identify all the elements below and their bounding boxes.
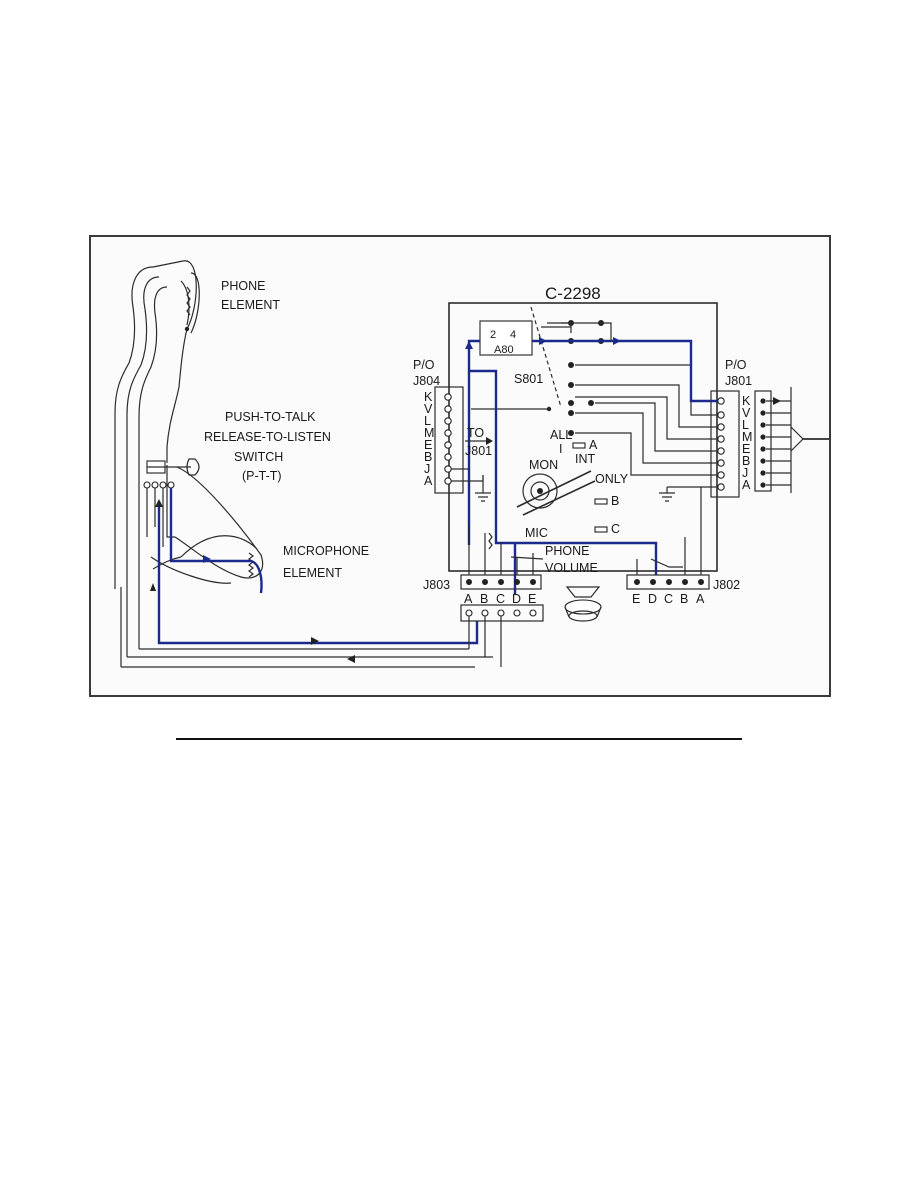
position-a-mark	[572, 442, 586, 449]
ptt-label-2: RELEASE-TO-LISTEN	[204, 430, 331, 444]
c2298-enclosure	[448, 302, 718, 572]
j801-pin-e: E	[742, 442, 750, 456]
ptt-label-3: SWITCH	[234, 450, 283, 464]
j804-pin-j: J	[424, 462, 430, 476]
j803-pin-a: A	[464, 592, 473, 606]
j802-pin-a: A	[696, 592, 705, 606]
selector-pos-b: B	[611, 494, 619, 508]
selector-i: I	[559, 442, 562, 456]
j803-label: J803	[423, 578, 450, 592]
j804-pin-v: V	[424, 402, 433, 416]
j804-connector	[434, 386, 464, 494]
wiring-diagram-svg: PHONE ELEMENT PUSH-TO-TALK RELEASE-TO-LI…	[114, 260, 829, 668]
s801-label: S801	[514, 372, 543, 386]
j802-pin-b: B	[680, 592, 688, 606]
c2298-title: C-2298	[545, 284, 601, 303]
to-label-2: J801	[465, 444, 492, 458]
ground-symbol-right	[659, 486, 717, 502]
a80-pin-2: 2	[490, 329, 496, 341]
to-label-1: TO	[467, 426, 484, 440]
ptt-label-1: PUSH-TO-TALK	[225, 410, 316, 424]
j801-pin-v: V	[742, 406, 751, 420]
selector-knob	[516, 470, 596, 516]
j801-label-2: J801	[725, 374, 752, 388]
selector-mon: MON	[529, 458, 558, 472]
a80-box	[479, 320, 533, 356]
phone-volume-label-2: VOLUME	[545, 561, 598, 575]
microphone-element-label-2: ELEMENT	[283, 566, 342, 580]
j802-pin-c: C	[664, 592, 673, 606]
phone-element-label-2: ELEMENT	[221, 298, 280, 312]
j804-pins: K V L M E B J A	[424, 390, 484, 488]
volume-pot-leads	[510, 556, 683, 568]
j802-pin-d: D	[648, 592, 657, 606]
selector-pos-only: ONLY	[595, 472, 629, 486]
j801-pin-k: K	[742, 394, 751, 408]
caption-divider	[176, 738, 742, 740]
j803-pin-d: D	[512, 592, 521, 606]
ground-symbol-left	[475, 475, 491, 502]
j801-pin-b: B	[742, 454, 750, 468]
j804-pin-b: B	[424, 450, 432, 464]
selector-pos-c: C	[611, 522, 620, 536]
phone-element-label-1: PHONE	[221, 279, 265, 293]
j804-pin-l: L	[424, 414, 431, 428]
wiring-diagram: PHONE ELEMENT PUSH-TO-TALK RELEASE-TO-LI…	[89, 235, 831, 697]
j804-pin-e: E	[424, 438, 432, 452]
microphone-element-coil	[248, 552, 254, 578]
j804-pin-m: M	[424, 426, 434, 440]
j803-leads	[468, 525, 534, 575]
j802-leads	[636, 487, 702, 575]
unit-signal-path	[467, 339, 719, 595]
microphone-element-label-1: MICROPHONE	[283, 544, 369, 558]
selector-all: ALL	[550, 428, 572, 442]
ptt-label-4: (P-T-T)	[242, 469, 282, 483]
j803-pin-c: C	[496, 592, 505, 606]
j803-pin-b: B	[480, 592, 488, 606]
j801-pin-m: M	[742, 430, 752, 444]
j802-label: J802	[713, 578, 740, 592]
selector-pos-a: A	[589, 438, 598, 452]
j802-pin-e: E	[632, 592, 640, 606]
j803-plug	[460, 604, 544, 667]
j801-connector	[710, 390, 740, 498]
j804-label-1: P/O	[413, 358, 435, 372]
j801-pins: K V L M E B J A	[717, 394, 752, 492]
speaker-icon	[564, 586, 602, 622]
j804-label-2: J804	[413, 374, 440, 388]
phone-element-coil	[180, 280, 190, 326]
selector-pos-int: INT	[575, 452, 596, 466]
handset	[114, 260, 493, 668]
mic-resistor	[488, 532, 493, 550]
j801-pin-j: J	[742, 466, 748, 480]
position-c-mark	[594, 526, 608, 533]
handset-signal-path	[157, 488, 479, 645]
a80-name: A80	[494, 344, 514, 356]
phone-volume-label-1: PHONE	[545, 544, 589, 558]
ptt-switch-button	[186, 458, 200, 476]
j804-pin-k: K	[424, 390, 433, 404]
j802-connector	[626, 574, 710, 590]
position-b-mark	[594, 498, 608, 505]
j801-label-1: P/O	[725, 358, 747, 372]
mic-label: MIC	[525, 526, 548, 540]
j804-pin-a: A	[424, 474, 433, 488]
j801-pin-l: L	[742, 418, 749, 432]
j801-external-plug	[754, 387, 829, 493]
a80-pin-4: 4	[510, 329, 516, 341]
j801-pin-a: A	[742, 478, 751, 492]
j803-pin-e: E	[528, 592, 536, 606]
